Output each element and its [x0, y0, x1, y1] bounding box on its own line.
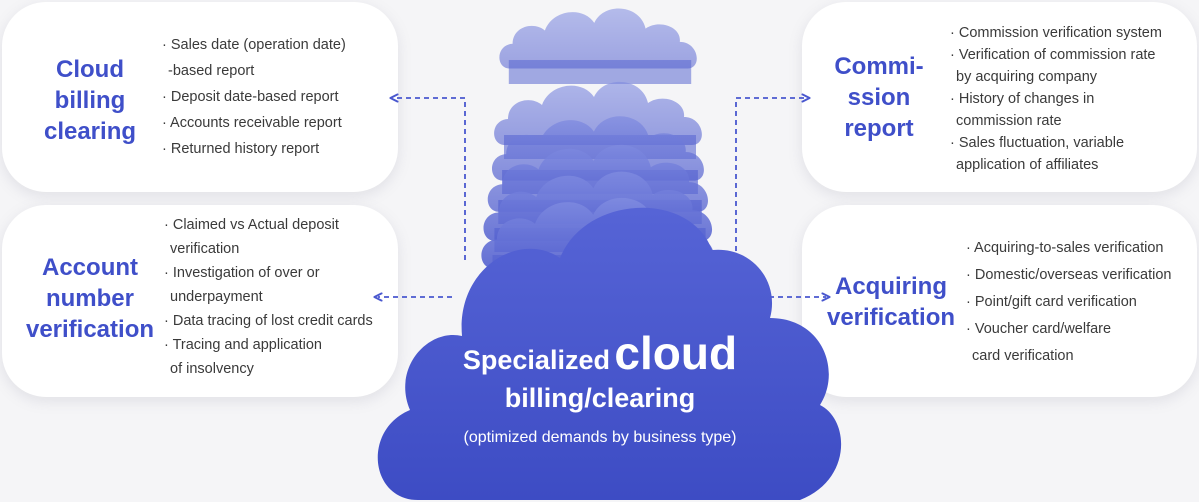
title-line: clearing [43, 118, 137, 145]
title-line: Acquiring [835, 273, 947, 300]
account-number-verification-card: Account number verification · Claimed vs… [2, 205, 398, 397]
list-item-text: · Deposit date-based report [162, 89, 339, 105]
list-item: · Verification of commission rate by acqu… [950, 44, 1162, 88]
title-line: verification [826, 304, 956, 331]
cloud-billing-clearing-list: · Sales date (operation date) -based repo… [162, 32, 346, 162]
title-line: number [45, 285, 134, 312]
list-item-text-cont: card verification [972, 348, 1074, 364]
title-line: billing [54, 87, 126, 114]
list-item-text-cont: -based report [168, 63, 255, 79]
list-item-text-cont: application of affiliates [956, 157, 1099, 173]
acquiring-verification-card: Acquiring verification · Acquiring-to-sa… [802, 205, 1197, 397]
list-item-text: · Data tracing of lost credit cards [164, 313, 373, 329]
title-line: Commi- [834, 53, 924, 80]
list-item-text: · Investigation of over or [164, 265, 320, 281]
list-item-text-cont: by acquiring company [956, 69, 1098, 85]
list-item: · Acquiring-to-sales verification [966, 235, 1172, 262]
list-item: · Point/gift card verification [966, 289, 1172, 316]
list-item-text: · Verification of commission rate [950, 47, 1156, 63]
center-subtitle: (optimized demands by business type) [463, 429, 737, 446]
list-item: · History of changes in commission rate [950, 88, 1162, 132]
list-item-text: · Sales date (operation date) [162, 37, 346, 53]
list-item: · Tracing and application of insolvency [164, 333, 373, 381]
commission-report-list: · Commission verification system · Verifi… [950, 22, 1162, 176]
title-line: Cloud [56, 56, 124, 83]
list-item-text-cont: commission rate [956, 113, 1062, 129]
arrow-icon [735, 98, 806, 260]
acquiring-verification-title: Acquiring verification [806, 271, 976, 333]
list-item-text: · Acquiring-to-sales verification [966, 240, 1164, 256]
cloud-layer-icon [499, 8, 697, 69]
commission-report-card: Commi- ssion report · Commission verific… [802, 2, 1197, 192]
center-title-pre: Specialized [462, 345, 610, 375]
title-line: ssion [847, 84, 911, 111]
center-title-line2: billing/clearing [504, 383, 696, 413]
list-item-text: · History of changes in [950, 91, 1095, 107]
list-item: · Investigation of over or underpayment [164, 261, 373, 309]
list-item-text: · Claimed vs Actual deposit [164, 217, 339, 233]
list-item-text: · Sales fluctuation, variable [950, 135, 1125, 151]
list-item-text: · Commission verification system [950, 25, 1162, 41]
list-item: · Returned history report [162, 136, 346, 162]
list-item: · Commission verification system [950, 22, 1162, 44]
title-line: report [844, 115, 914, 142]
list-item-text: · Tracing and application [164, 337, 322, 353]
list-item-text-cont: verification [170, 241, 240, 257]
account-number-verification-title: Account number verification [10, 252, 170, 345]
center-title-big: cloud [614, 327, 738, 379]
list-item-text: · Voucher card/welfare [966, 321, 1112, 337]
title-line: Account [42, 254, 138, 281]
title-line: verification [25, 316, 155, 343]
list-item: · Domestic/overseas verification [966, 262, 1172, 289]
main-cloud-icon [377, 207, 842, 500]
arrow-icon [394, 98, 466, 260]
list-item: · Deposit date-based report [162, 84, 346, 110]
center-title: Specialized cloud [400, 326, 800, 380]
list-item: · Sales date (operation date) -based repo… [162, 32, 346, 84]
list-item: · Sales fluctuation, variable application… [950, 132, 1162, 176]
list-item-text: · Domestic/overseas verification [966, 267, 1172, 283]
cloud-billing-clearing-card: Cloud billing clearing · Sales date (ope… [2, 2, 398, 192]
cloud-billing-clearing-title: Cloud billing clearing [10, 54, 170, 147]
list-item-text: · Accounts receivable report [162, 115, 342, 131]
list-item: · Voucher card/welfare card verification [966, 316, 1172, 370]
list-item-text: · Point/gift card verification [966, 294, 1137, 310]
list-item: · Data tracing of lost credit cards [164, 309, 373, 333]
acquiring-verification-list: · Acquiring-to-sales verification · Domes… [966, 235, 1172, 370]
list-item-text-cont: underpayment [170, 289, 263, 305]
list-item: · Claimed vs Actual deposit verification [164, 213, 373, 261]
commission-report-title: Commi- ssion report [814, 51, 944, 144]
list-item: · Accounts receivable report [162, 110, 346, 136]
list-item-text-cont: of insolvency [170, 361, 254, 377]
list-item-text: · Returned history report [162, 141, 320, 157]
